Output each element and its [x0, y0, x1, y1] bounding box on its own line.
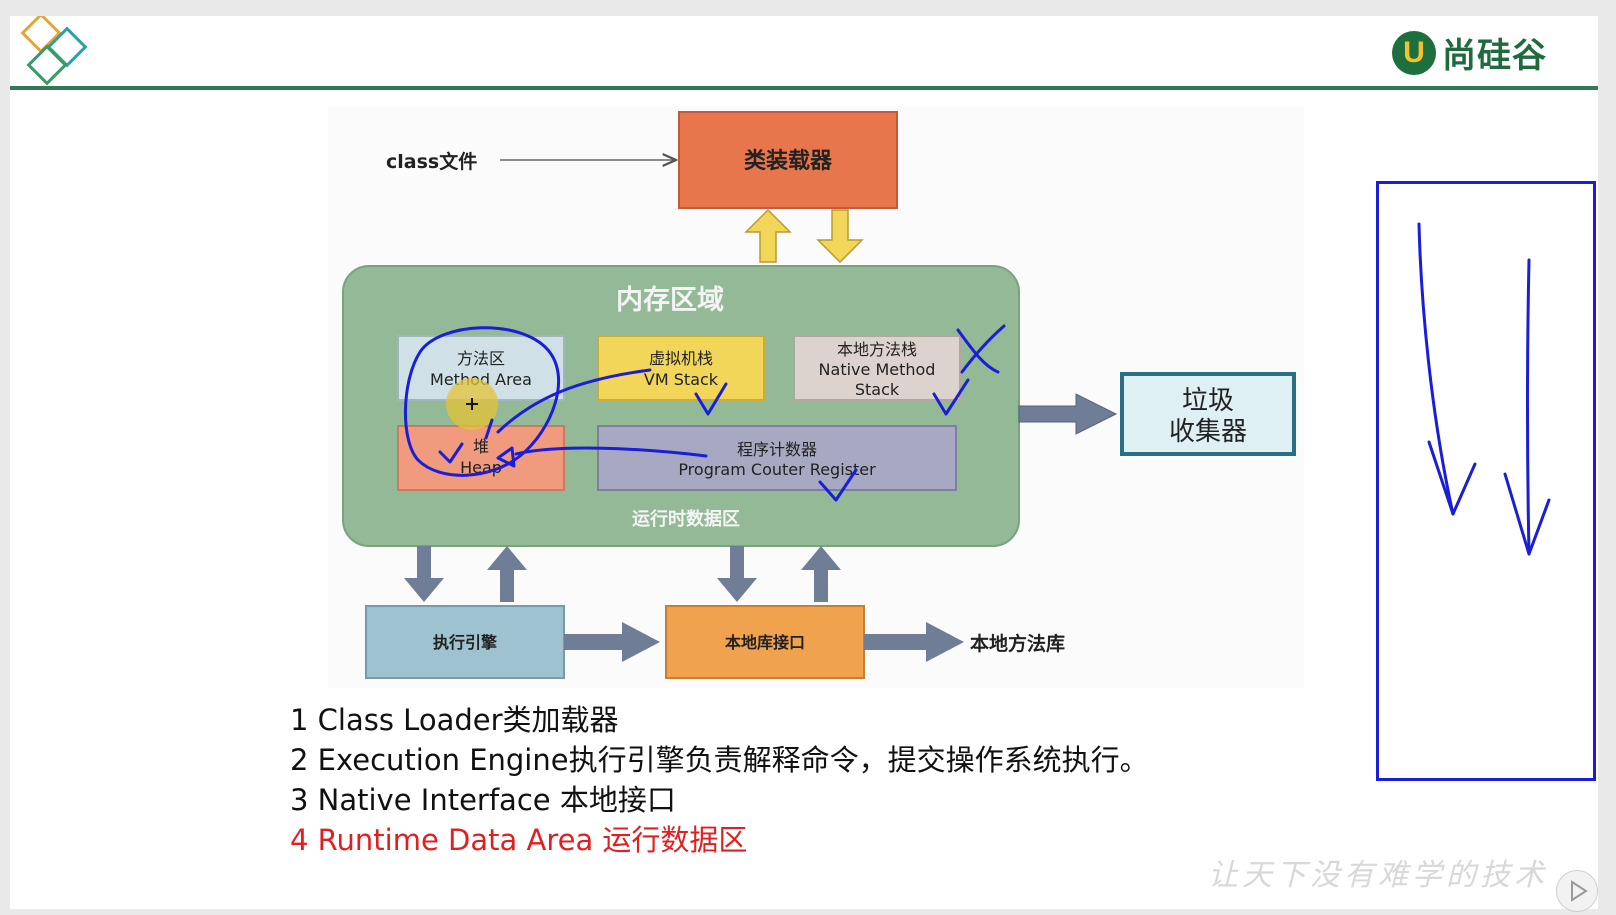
pen-check-vm-stack — [694, 382, 728, 416]
header-rule — [10, 86, 1598, 90]
vm-stack-box — [597, 335, 765, 401]
loader-down-arrow — [816, 209, 864, 264]
pen-tick-heap — [484, 418, 494, 440]
watermark: 让天下没有难学的技术 — [1208, 858, 1548, 893]
interface-to-library-arrow — [864, 622, 964, 662]
engine-down-arrow — [404, 546, 444, 602]
execution-engine-label: 执行引擎 — [433, 633, 498, 652]
note-1: 1 Class Loader类加载器 — [290, 703, 619, 737]
native-interface-box — [665, 605, 865, 679]
pen-annotations — [403, 324, 1006, 502]
heap-box — [397, 425, 565, 491]
engine-up-arrow — [487, 546, 527, 602]
native-stack-label-cn: 本地方法栈 — [837, 340, 917, 359]
interface-up-arrow — [801, 546, 841, 602]
pen-arrow-right-head — [1503, 472, 1551, 556]
loader-up-arrow — [744, 208, 792, 263]
note-4: 4 Runtime Data Area 运行数据区 — [290, 823, 748, 857]
class-loader-label: 类装载器 — [744, 148, 833, 174]
vm-stack-label-cn: 虚拟机栈 — [649, 349, 713, 368]
heap-label-cn: 堆 — [473, 437, 489, 456]
engine-to-interface-arrow — [564, 622, 660, 662]
note-3: 3 Native Interface 本地接口 — [290, 783, 676, 817]
brand-logo: U 尚硅谷 — [1392, 28, 1547, 77]
play-icon — [1571, 880, 1588, 902]
pen-check-native — [932, 378, 970, 416]
method-area-label-cn: 方法区 — [457, 349, 505, 368]
class-loader-box — [678, 111, 898, 209]
vm-stack-label-en: VM Stack — [644, 370, 719, 389]
notes-list: 1 Class Loader类加载器 2 Execution Engine执行引… — [290, 700, 1149, 860]
pc-register-box — [597, 425, 957, 491]
pen-line-to-stack — [496, 368, 652, 434]
logo-icon — [20, 16, 88, 86]
brand-mark: U — [1392, 30, 1436, 75]
memory-area-title: 内存区域 — [616, 285, 724, 316]
gc-label-2: 收集器 — [1169, 417, 1247, 447]
native-stack-box — [793, 335, 961, 401]
gc-box — [1120, 372, 1296, 456]
pen-check-heap — [438, 442, 464, 464]
play-button[interactable] — [1556, 870, 1598, 912]
gc-arrow — [1018, 393, 1118, 435]
pen-arrowhead-heap — [496, 446, 516, 468]
pen-arrow-left-head — [1427, 440, 1477, 516]
pen-arrow-right-shaft — [1526, 258, 1531, 556]
pen-arrows — [1417, 222, 1551, 556]
brand-name: 尚硅谷 — [1442, 36, 1547, 76]
gc-label-1: 垃圾 — [1182, 386, 1234, 416]
execution-engine-box — [365, 605, 565, 679]
cursor-crosshair — [466, 398, 478, 410]
native-stack-label-en: Native Method — [819, 360, 936, 379]
annotation-box — [1376, 181, 1596, 781]
pen-arrow-left-shaft — [1417, 222, 1455, 516]
native-stack-label-en2: Stack — [855, 380, 900, 399]
interface-down-arrow — [717, 546, 757, 602]
runtime-area-label: 运行时数据区 — [632, 508, 740, 530]
pc-register-label-en: Program Couter Register — [678, 460, 876, 479]
pen-line-to-pc — [514, 446, 708, 458]
class-file-label: class文件 — [386, 150, 477, 173]
note-2: 2 Execution Engine执行引擎负责解释命令，提交操作系统执行。 — [290, 743, 1149, 777]
pen-cross-native — [956, 324, 1006, 374]
pen-check-pc — [818, 468, 858, 502]
native-interface-label: 本地库接口 — [725, 633, 805, 652]
pc-register-label-cn: 程序计数器 — [737, 440, 817, 459]
native-library-label: 本地方法库 — [970, 632, 1065, 655]
